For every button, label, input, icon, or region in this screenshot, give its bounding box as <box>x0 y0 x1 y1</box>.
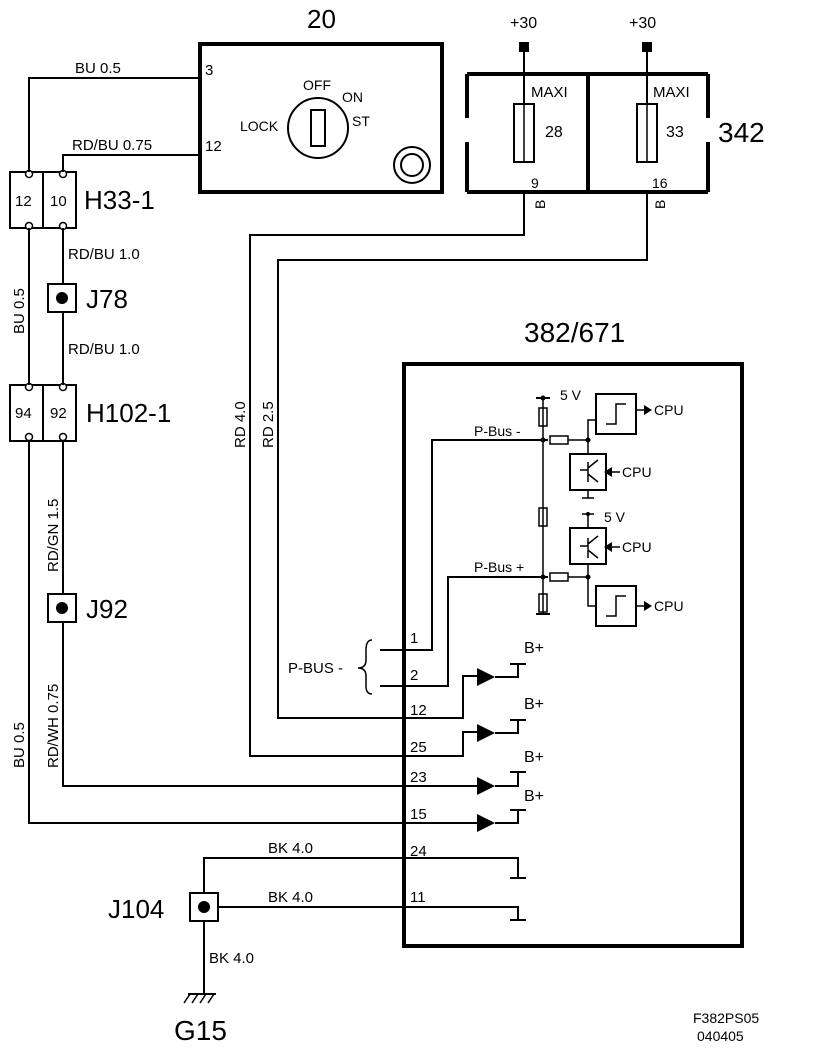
ground-id: G15 <box>174 1015 227 1046</box>
module-pin-24: 24 <box>410 843 427 860</box>
input-stage-25: B+ <box>477 696 544 742</box>
control-module: 382/671 1 2 12 25 23 15 24 11 P-BUS - P-… <box>288 317 744 948</box>
fuse-33-pin: 16 <box>652 175 668 191</box>
key-cylinder-icon <box>287 97 349 159</box>
fuse-box-id: 342 <box>718 117 765 148</box>
connector-h33-1: 12 10 H33-1 <box>9 169 155 231</box>
vref-top-label: 5 V <box>560 387 582 403</box>
fuse-box: 342 +30 +30 MAXI MAXI 28 33 9 16 <box>465 15 765 194</box>
cpu-label-2: CPU <box>622 464 652 480</box>
wire-bu-05-top-label: BU 0.5 <box>75 60 121 77</box>
figure-date: 040405 <box>697 1028 744 1044</box>
wires: BU 0.5 RD/BU 0.75 RD/BU 1.0 RD/BU 1.0 BU… <box>11 60 668 967</box>
module-pin-1: 1 <box>410 630 418 647</box>
h33-pin-10: 10 <box>50 193 67 210</box>
splice-j104: J104 <box>108 892 219 924</box>
lamp-outer-icon <box>393 146 431 184</box>
input-stage-12: B+ <box>477 640 544 686</box>
pbus-label: P-BUS - <box>288 660 343 677</box>
h102-pin-94: 94 <box>15 405 32 422</box>
connector-h102-1: 94 92 H102-1 <box>9 382 171 442</box>
wire-rdwh-075-label: RD/WH 0.75 <box>45 684 62 768</box>
cpu-label-1: CPU <box>654 402 684 418</box>
fuse-28-number: 28 <box>545 124 563 141</box>
j78-id: J78 <box>86 284 128 314</box>
supply-terminal-left-icon <box>519 42 529 52</box>
wire-b-left-label: B <box>532 200 548 209</box>
supply-right-label: +30 <box>629 15 656 32</box>
splice-j92: J92 <box>47 593 128 624</box>
fuse-28-type: MAXI <box>531 84 568 101</box>
pullup-resistor-icon <box>538 407 548 427</box>
ignition-lock-label: LOCK <box>240 118 279 134</box>
ignition-pin-3: 3 <box>205 62 213 79</box>
key-slot-icon <box>310 109 326 147</box>
pulldown-resistor-icon <box>538 593 548 613</box>
wire-bk-40-c-label: BK 4.0 <box>209 950 254 967</box>
j92-id: J92 <box>86 594 128 624</box>
input-stage-23: B+ <box>477 749 544 795</box>
wire-rdbu-10-b-label: RD/BU 1.0 <box>68 341 140 358</box>
module-pin-2: 2 <box>410 667 418 684</box>
splice-j78: J78 <box>47 283 128 314</box>
h102-pin-92: 92 <box>50 405 67 422</box>
supply-terminal-right-icon <box>642 42 652 52</box>
fuse-33-type: MAXI <box>653 84 690 101</box>
fuse-28-pin: 9 <box>531 175 539 191</box>
module-pin-15: 15 <box>410 806 427 823</box>
wire-b-right-label: B <box>652 200 668 209</box>
ignition-switch: 20 3 12 OFF ON LOCK ST <box>198 4 444 194</box>
wire-bk-40-b-label: BK 4.0 <box>268 889 313 906</box>
h33-pin-12: 12 <box>15 193 32 210</box>
wire-rd-40-label: RD 4.0 <box>232 401 249 448</box>
bplus-label-2: B+ <box>524 696 544 713</box>
ground-g15: G15 <box>174 921 227 1046</box>
input-stage-15: B+ <box>477 788 544 832</box>
ignition-off-label: OFF <box>303 77 331 93</box>
series-resistor-plus-icon <box>549 572 569 582</box>
pbus-plus-label: P-Bus + <box>474 559 524 575</box>
control-module-id: 382/671 <box>524 317 625 348</box>
wire-bu-05-left-label: BU 0.5 <box>11 288 28 334</box>
ignition-on-label: ON <box>342 89 363 105</box>
series-resistor-minus-icon <box>549 435 569 445</box>
wire-rdbu-075-label: RD/BU 0.75 <box>72 137 152 154</box>
bias-resistor-icon <box>538 507 548 527</box>
ignition-switch-id: 20 <box>307 4 336 34</box>
vref-mid-label: 5 V <box>604 509 626 525</box>
figure-code: F382PS05 <box>693 1010 759 1026</box>
module-pin-12: 12 <box>410 702 427 719</box>
wire-bu-05-bottom-label: BU 0.5 <box>11 722 28 768</box>
wire-rd-25-label: RD 2.5 <box>260 401 277 448</box>
bplus-label-3: B+ <box>524 749 544 766</box>
h102-id: H102-1 <box>86 398 171 428</box>
supply-left-label: +30 <box>510 15 537 32</box>
ignition-st-label: ST <box>352 113 370 129</box>
module-pin-23: 23 <box>410 769 427 786</box>
j104-id: J104 <box>108 894 164 924</box>
h33-id: H33-1 <box>84 185 155 215</box>
bplus-label-4: B+ <box>524 788 544 805</box>
ignition-pin-12: 12 <box>205 138 222 155</box>
cpu-label-3: CPU <box>622 539 652 555</box>
module-pin-11: 11 <box>410 889 426 906</box>
wire-rdgn-15-label: RD/GN 1.5 <box>45 499 62 572</box>
module-pin-25: 25 <box>410 739 427 756</box>
pbus-minus-label: P-Bus - <box>474 423 521 439</box>
bplus-label-1: B+ <box>524 640 544 657</box>
cpu-label-4: CPU <box>654 598 684 614</box>
wire-bk-40-a-label: BK 4.0 <box>268 840 313 857</box>
wire-rdbu-10-a-label: RD/BU 1.0 <box>68 246 140 263</box>
fuse-33-number: 33 <box>666 124 684 141</box>
lamp-inner-icon <box>400 153 424 177</box>
receiver-minus-icon <box>595 393 637 435</box>
